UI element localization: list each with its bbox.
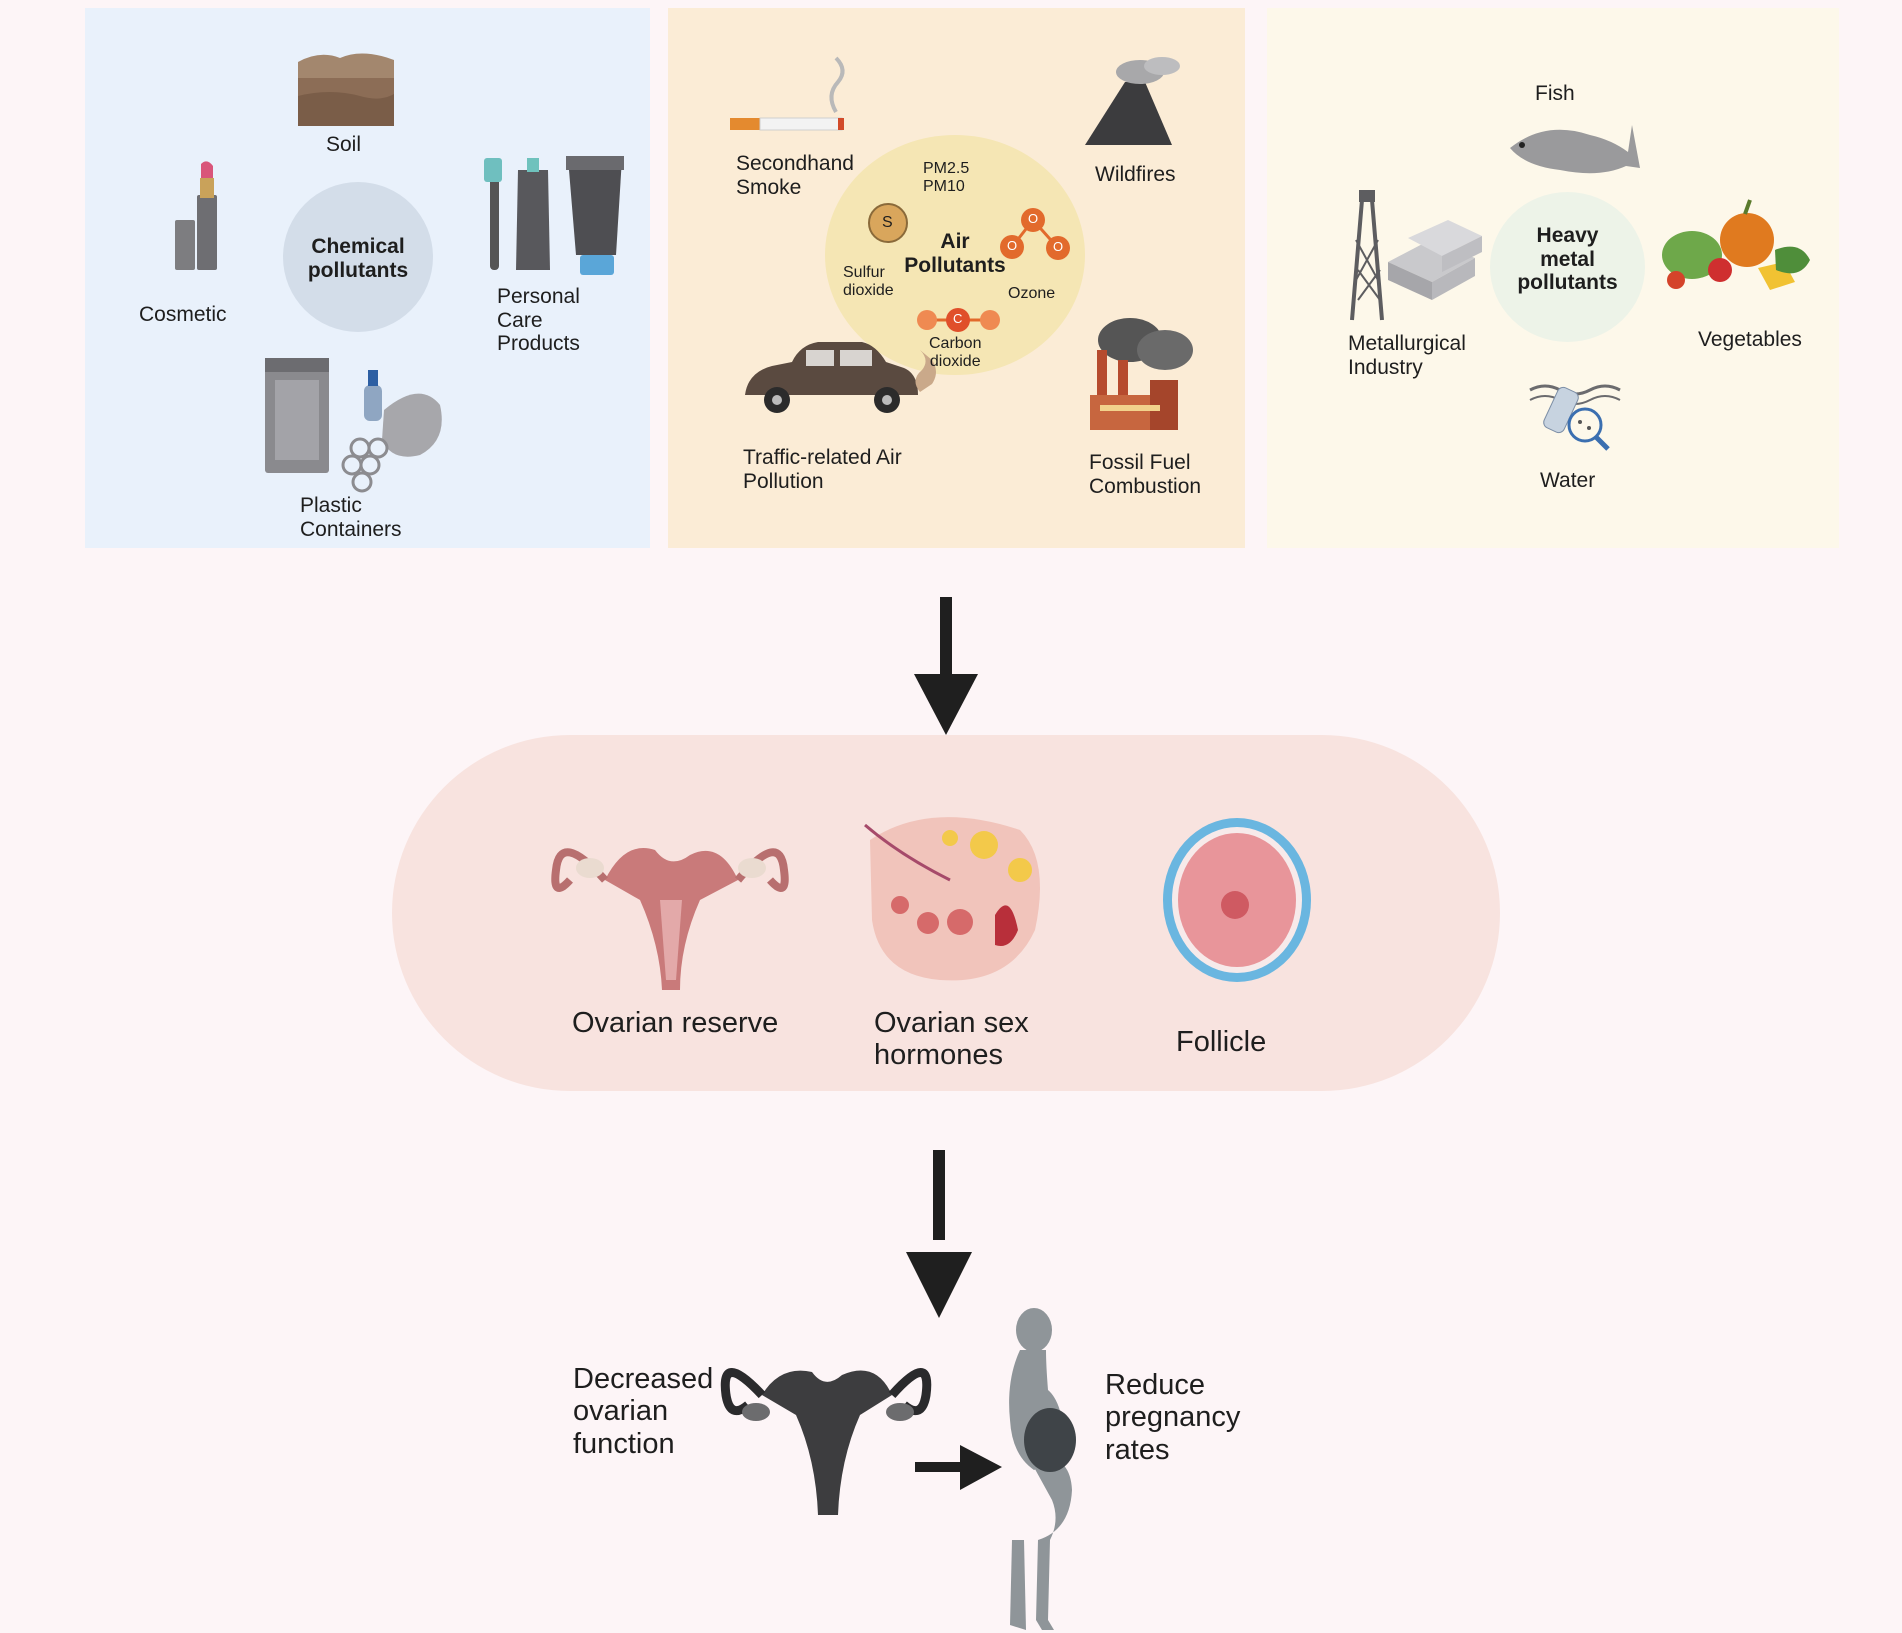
ovarian-sex-hormones-label: Ovarian sex hormones	[874, 1007, 1029, 1072]
lipstick-icon	[175, 161, 217, 270]
bottle-icon	[364, 370, 382, 421]
air-hub-label: Air Pollutants	[904, 230, 1006, 277]
car-icon	[745, 342, 936, 413]
ovarian-reserve-label: Ovarian reserve	[572, 1007, 779, 1039]
water-contamination-icon	[1529, 384, 1621, 451]
water-label: Water	[1540, 469, 1596, 492]
toothbrush-icon	[484, 158, 502, 270]
ovary-icon	[864, 817, 1040, 981]
metal-hub-disc	[1490, 192, 1645, 342]
ozone-atom-3: O	[1053, 239, 1064, 254]
sulfur-molecule-icon	[868, 203, 908, 243]
plastic-bag-icon	[265, 358, 329, 473]
mask-icon	[341, 393, 442, 493]
down-arrow-2	[906, 1150, 972, 1318]
decreased-ovarian-function-label: Decreased ovarian function	[573, 1363, 714, 1460]
soil-label: Soil	[326, 133, 362, 156]
cosmetic-label: Cosmetic	[139, 303, 227, 326]
carbon-dioxide-label: Carbon dioxide	[929, 335, 982, 370]
vegetables-icon	[1662, 199, 1810, 290]
toothpaste-icon	[516, 158, 550, 270]
factory-icon	[1090, 318, 1193, 430]
follicle-label: Follicle	[1176, 1026, 1267, 1058]
right-arrow	[915, 1445, 1002, 1490]
ozone-label: Ozone	[1008, 285, 1056, 302]
sulfur-atom: S	[882, 214, 893, 231]
chemical-hub-disc	[283, 182, 433, 332]
volcano-icon	[1085, 57, 1180, 145]
personal-care-label: Personal Care Products	[497, 285, 580, 356]
follicle-icon	[1163, 818, 1311, 982]
wildfires-label: Wildfires	[1095, 163, 1176, 186]
ozone-atom-1: O	[1007, 238, 1018, 253]
ozone-molecule-icon	[1000, 208, 1070, 260]
soil-icon	[298, 53, 394, 126]
reduce-pregnancy-rates-label: Reduce pregnancy rates	[1105, 1369, 1241, 1466]
vegetables-label: Vegetables	[1698, 328, 1802, 351]
chemical-hub-label: Chemical pollutants	[307, 235, 409, 282]
carbon-dioxide-molecule-icon	[917, 308, 1000, 332]
ozone-atom-2: O	[1028, 211, 1039, 226]
plastic-containers-label: Plastic Containers	[300, 494, 402, 541]
pregnant-woman-icon	[1009, 1308, 1076, 1630]
lotion-tube-icon	[566, 156, 624, 275]
fish-icon	[1510, 125, 1640, 174]
traffic-pollution-label: Traffic-related Air Pollution	[743, 446, 902, 493]
carbon-atom: C	[953, 311, 963, 326]
sulfur-dioxide-label: Sulfur dioxide	[843, 264, 894, 299]
dark-uterus-icon	[720, 1368, 932, 1515]
cigarette-icon	[730, 56, 845, 131]
uterus-icon	[551, 848, 789, 990]
secondhand-smoke-label: Secondhand Smoke	[736, 152, 854, 199]
metal-ingots-icon	[1388, 220, 1482, 300]
oil-derrick-icon	[1350, 190, 1384, 321]
metallurgical-industry-label: Metallurgical Industry	[1348, 332, 1466, 379]
pm-label: PM2.5 PM10	[923, 160, 970, 195]
fossil-fuel-label: Fossil Fuel Combustion	[1089, 451, 1202, 498]
air-hub-disc	[825, 135, 1085, 375]
fish-label: Fish	[1535, 82, 1575, 105]
metal-hub-label: Heavy metal pollutants	[1517, 224, 1618, 295]
down-arrow-1	[914, 597, 978, 735]
